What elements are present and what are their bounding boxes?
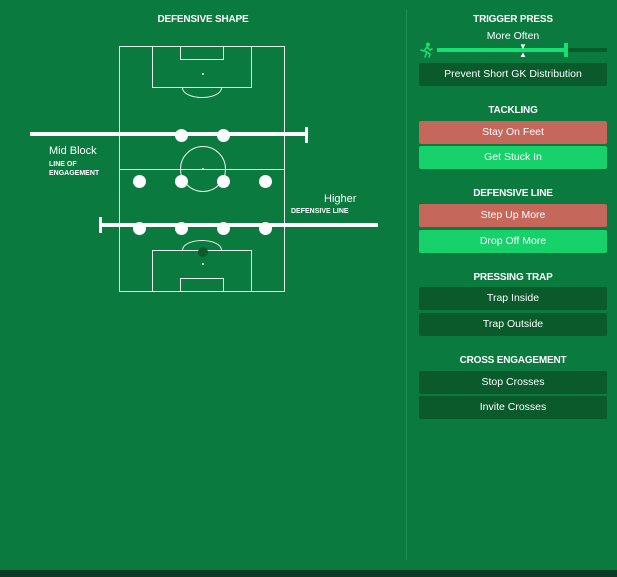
- player-marker: [217, 222, 230, 235]
- panel-divider: [406, 10, 407, 560]
- get-stuck-in-button[interactable]: Get Stuck In: [419, 146, 607, 169]
- player-marker: [175, 129, 188, 142]
- center-spot: [202, 168, 204, 170]
- top-six-yard-box: [180, 46, 224, 60]
- player-marker: [259, 222, 272, 235]
- line-of-engagement-caption: LINE OF ENGAGEMENT: [49, 161, 100, 177]
- pitch-diagram: [119, 46, 285, 292]
- mid-block-label: Mid Block: [49, 145, 97, 157]
- defensive-line-bar: [101, 223, 378, 227]
- bottom-six-yard-box: [180, 278, 224, 292]
- player-marker: [217, 175, 230, 188]
- player-marker: [217, 129, 230, 142]
- defensive-shape-title: DEFENSIVE SHAPE: [157, 14, 249, 25]
- bottom-penalty-spot: [202, 263, 204, 265]
- invite-crosses-button[interactable]: Invite Crosses: [419, 396, 607, 419]
- stop-crosses-button[interactable]: Stop Crosses: [419, 371, 607, 394]
- prevent-short-gk-distribution-button[interactable]: Prevent Short GK Distribution: [419, 63, 607, 86]
- trigger-press-value: More Often: [486, 30, 540, 42]
- trap-outside-button[interactable]: Trap Outside: [419, 313, 607, 336]
- bottom-bar: [0, 570, 617, 577]
- default-marker-up-icon: ▲: [519, 50, 527, 59]
- trigger-press-slider-handle[interactable]: [564, 43, 568, 57]
- player-marker: [259, 175, 272, 188]
- cross-engagement-title: CROSS ENGAGEMENT: [459, 355, 567, 366]
- runner-icon: [420, 42, 433, 58]
- pressing-trap-title: PRESSING TRAP: [473, 272, 553, 283]
- player-marker: [175, 222, 188, 235]
- player-marker: [133, 175, 146, 188]
- line-of-engagement-drag-handle[interactable]: [305, 127, 308, 143]
- defensive-line-drag-handle[interactable]: [99, 217, 102, 233]
- goalkeeper-marker: [198, 247, 208, 257]
- default-marker-down-icon: ▼: [519, 42, 527, 51]
- step-up-more-button[interactable]: Step Up More: [419, 204, 607, 227]
- center-circle: [180, 146, 226, 192]
- trigger-press-slider-fill: [437, 48, 566, 52]
- trigger-press-title: TRIGGER PRESS: [473, 14, 553, 25]
- higher-label: Higher: [324, 193, 357, 205]
- player-marker: [133, 222, 146, 235]
- defensive-line-caption: DEFENSIVE LINE: [291, 208, 349, 215]
- stay-on-feet-button[interactable]: Stay On Feet: [419, 121, 607, 144]
- top-penalty-spot: [202, 73, 204, 75]
- player-marker: [175, 175, 188, 188]
- drop-off-more-button[interactable]: Drop Off More: [419, 230, 607, 253]
- line-of-engagement-bar: [30, 132, 306, 136]
- defensive-line-title: DEFENSIVE LINE: [473, 188, 553, 199]
- tackling-title: TACKLING: [488, 105, 538, 116]
- trap-inside-button[interactable]: Trap Inside: [419, 287, 607, 310]
